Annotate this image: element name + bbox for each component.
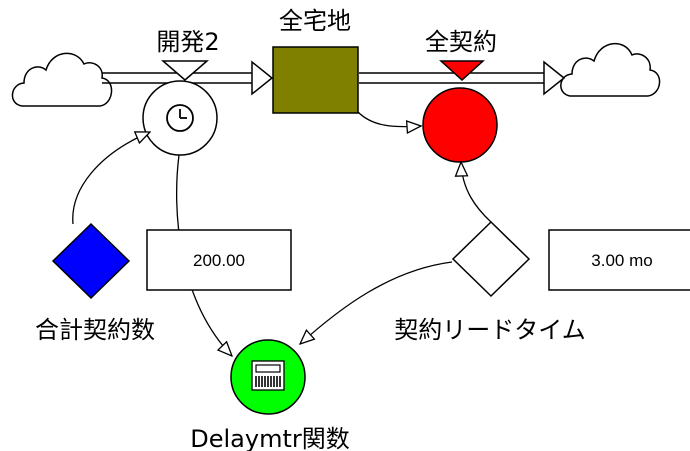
lead-time-label: 契約リードタイム — [394, 316, 586, 344]
inflow-arrowhead — [251, 60, 274, 96]
outflow-pipe[interactable] — [359, 60, 566, 96]
delay-function-converter[interactable] — [230, 339, 306, 415]
film-strip-icon — [251, 360, 285, 391]
outflow-label: 全契約 — [425, 28, 497, 56]
inflow-rate-converter[interactable] — [142, 80, 218, 156]
delay-function-label: Delaymtr関数 — [190, 425, 349, 451]
lead-time-diamond[interactable] — [451, 220, 531, 298]
inflow-label: 開発2 — [156, 28, 219, 56]
stock-box[interactable] — [272, 46, 359, 114]
total-contracts-label: 合計契約数 — [35, 316, 155, 344]
lead-time-value-text: 3.00 mo — [591, 251, 652, 270]
inflow-value-text: 200.00 — [193, 251, 245, 270]
sink-cloud-icon[interactable] — [560, 42, 661, 97]
lead-time-value-display[interactable]: 3.00 mo — [548, 229, 690, 291]
inflow-valve-icon[interactable] — [160, 60, 210, 81]
outflow-arrowhead — [543, 60, 566, 96]
clock-icon — [166, 104, 194, 132]
inflow-value-display[interactable]: 200.00 — [146, 229, 292, 291]
outflow-valve-icon[interactable] — [439, 60, 485, 82]
connector-leadtime-to-outflow — [461, 162, 492, 223]
connector-total-to-inflow — [72, 132, 150, 225]
stock-label: 全宅地 — [279, 7, 351, 35]
outflow-rate-converter[interactable] — [422, 87, 498, 163]
connector-leadtime-to-delay — [300, 261, 453, 344]
source-cloud-icon[interactable] — [11, 52, 113, 107]
total-contracts-diamond[interactable] — [51, 222, 131, 300]
connector-stock-to-outflow — [357, 111, 421, 127]
